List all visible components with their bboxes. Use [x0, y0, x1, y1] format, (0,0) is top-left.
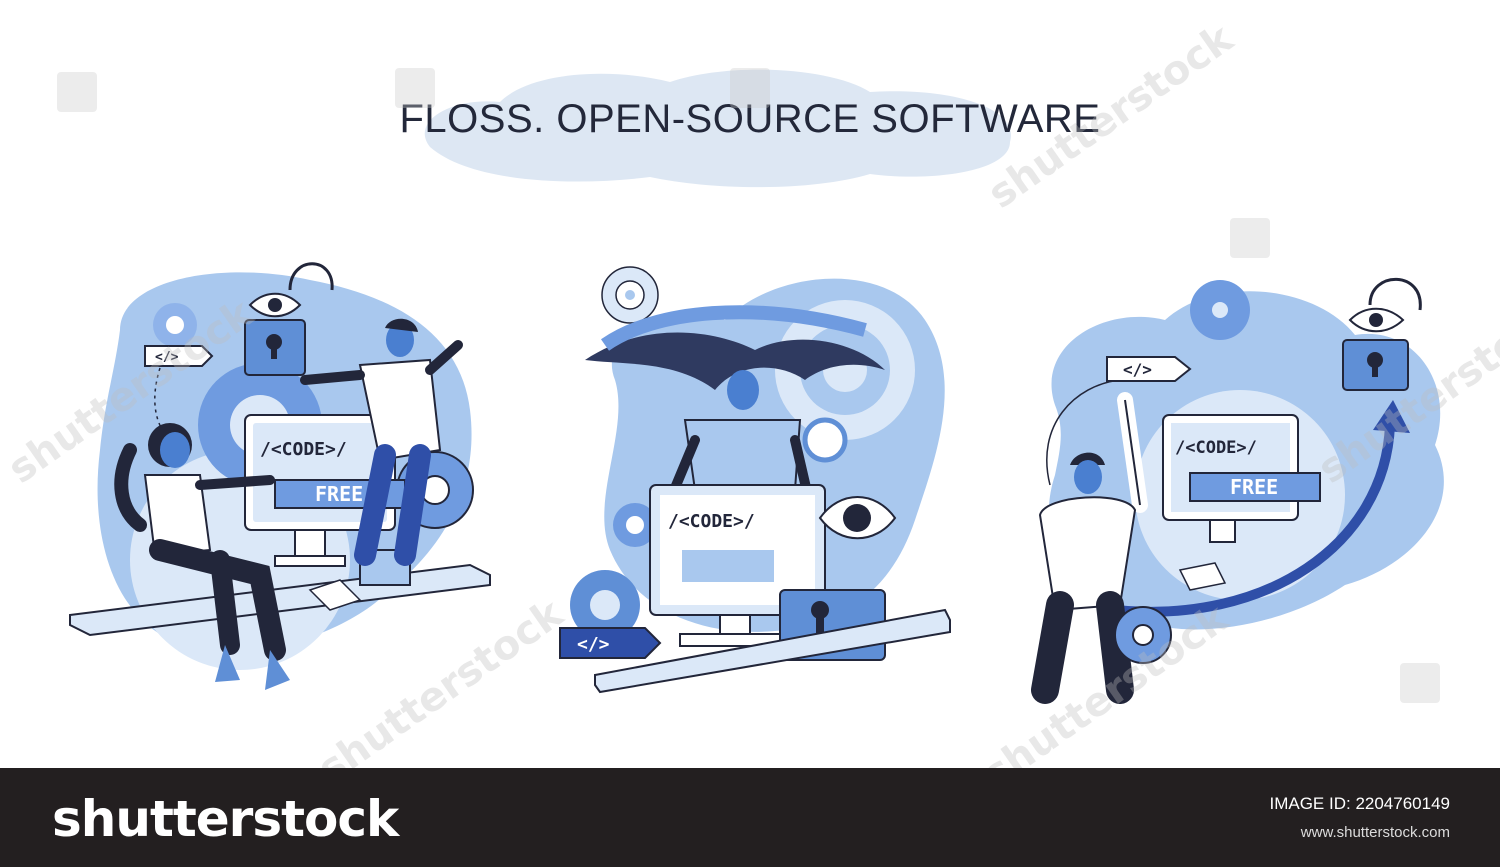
- eye-icon: [248, 292, 302, 318]
- gear-icon: [601, 266, 659, 324]
- footer-url[interactable]: www.shutterstock.com: [1300, 824, 1450, 841]
- scene-center: /<CODE>/ </>: [555, 260, 955, 700]
- gear-icon: [613, 503, 657, 547]
- arrow-icon: [1114, 400, 1410, 617]
- gear-icon: [570, 570, 640, 640]
- code-tag-label: </>: [577, 634, 610, 655]
- code-tag-label: </>: [1123, 360, 1152, 379]
- screen-code-label: /<CODE>/: [668, 511, 755, 532]
- monitor-icon: /<CODE>/ FREE: [244, 414, 406, 567]
- screen-free-label: FREE: [1230, 475, 1278, 499]
- person-man: [1031, 392, 1172, 704]
- footer-logo[interactable]: shutterstock: [52, 790, 399, 848]
- gear-icon: [153, 303, 197, 347]
- title-cloud: [424, 69, 1011, 188]
- illustration-canvas: FLOSS. OPEN-SOURCE SOFTWARE </>: [0, 15, 1500, 768]
- watermark-mark: [57, 72, 97, 112]
- scene-left: </> /<CODE>/ FREE: [60, 250, 510, 710]
- screen-code-label: /<CODE>/: [1175, 438, 1257, 458]
- screen-code-label: /<CODE>/: [260, 439, 347, 460]
- person-man: [300, 318, 463, 566]
- footer-bar: shutterstock IMAGE ID: 2204760149 www.sh…: [0, 768, 1500, 867]
- gear-icon: [1114, 606, 1172, 664]
- code-tag-icon: </>: [144, 345, 214, 367]
- code-tag-label: </>: [155, 350, 179, 365]
- image-id-label: IMAGE ID: 2204760149: [1269, 794, 1450, 813]
- padlock-icon: [244, 262, 334, 376]
- page-title: FLOSS. OPEN-SOURCE SOFTWARE: [399, 97, 1101, 141]
- monitor-icon: /<CODE>/ FREE: [1162, 414, 1321, 543]
- scene-right: </> /<CODE>/ FREE: [1015, 265, 1485, 705]
- gear-icon: [1190, 280, 1250, 340]
- eye-icon: [818, 496, 897, 540]
- watermark-mark: [395, 68, 435, 108]
- screen-free-label: FREE: [315, 482, 363, 506]
- watermark-mark: [1400, 663, 1440, 703]
- code-tag-icon: </>: [559, 627, 662, 659]
- padlock-icon: [1342, 277, 1422, 391]
- eye-icon: [1348, 307, 1405, 333]
- person-woman: [114, 423, 290, 690]
- watermark-mark: [1230, 218, 1270, 258]
- code-tag-icon: </>: [1106, 356, 1192, 382]
- watermark-mark: [730, 68, 770, 108]
